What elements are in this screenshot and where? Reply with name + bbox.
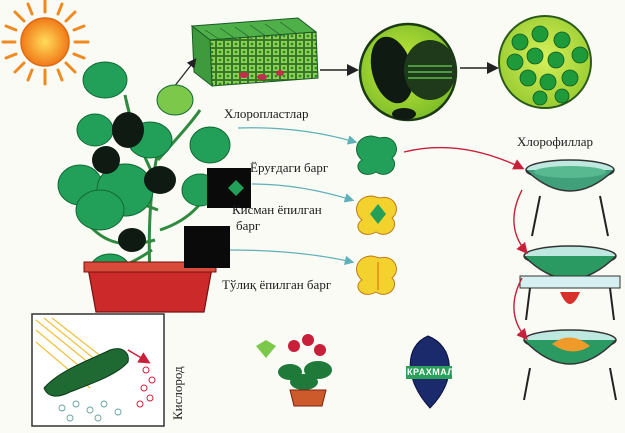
sun-icon (3, 0, 88, 84)
arrow-leaf-to-beaker (404, 148, 522, 168)
arrow-beaker-1-to-2 (514, 190, 526, 252)
small-potted-plant (256, 334, 332, 406)
chloroplasts-cluster (499, 16, 591, 108)
label-full-cover: Тўлиқ ёпилган барг (222, 278, 331, 292)
label-starch-stamp: КРАХМАЛ (407, 367, 454, 377)
partially-covered-leaf-icon (357, 196, 397, 234)
label-oxygen: Кислород (170, 366, 186, 420)
label-lit-leaf: Ёруғдаги барг (250, 161, 328, 175)
label-chlorophylls: Хлорофиллар (517, 135, 593, 149)
label-partial-cover-line1: Кисман ёпилган (232, 203, 322, 217)
beaker-2 (520, 246, 620, 320)
potted-plant (58, 62, 230, 312)
beaker-1 (526, 160, 614, 236)
beaker-3 (524, 330, 616, 400)
fully-covered-leaf-icon (357, 256, 397, 294)
chloroplast-cell (360, 24, 456, 120)
arrow-to-full-leaf (230, 250, 352, 262)
label-partial-cover-line2: барг (236, 219, 260, 233)
full-cover-square (184, 226, 230, 268)
oxygen-inset (32, 314, 164, 426)
arrow-to-partial-leaf (252, 184, 352, 200)
label-chloroplasts: Хлоропластлар (224, 107, 308, 121)
lit-leaf-icon (357, 136, 397, 174)
leaf-cross-section (192, 18, 318, 86)
arrow-to-lit-leaf (238, 128, 355, 142)
